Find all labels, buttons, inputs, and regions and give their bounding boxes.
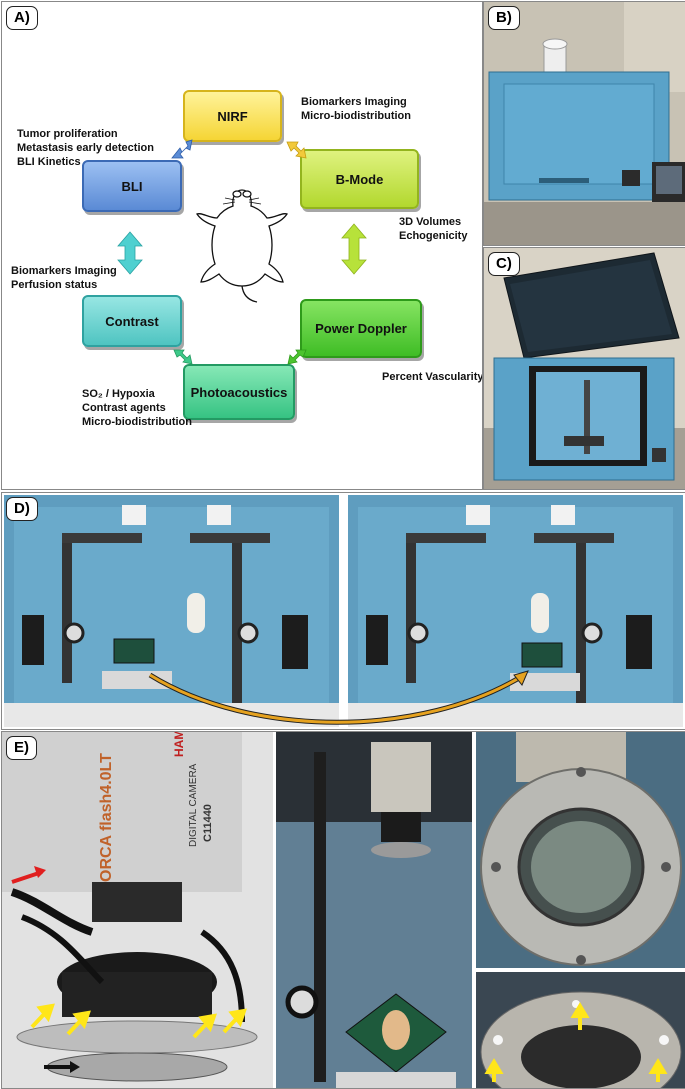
bmode-annotation-line-1: 3D Volumes <box>399 216 462 228</box>
arrow-contrast-photo <box>173 349 193 365</box>
panel-b-photo: B) <box>483 1 685 246</box>
bmode-label: B-Mode <box>335 171 384 187</box>
power-doppler-label: Power Doppler <box>315 321 407 336</box>
nirf-annotation-line-2: Micro-biodistribution <box>301 110 411 122</box>
photoacoustics-box: Photoacoustics <box>183 364 295 420</box>
bli-label: BLI <box>121 178 143 194</box>
arrow-doppler-photo <box>287 349 307 365</box>
contrast-annotation: Biomarkers Imaging Perfusion status <box>11 264 117 292</box>
panel-d-label: D) <box>6 497 38 521</box>
arrow-bli-nirf <box>171 139 193 159</box>
led-ring-photo <box>476 972 685 1088</box>
power-doppler-annotation-line-1: Percent Vascularity <box>382 371 483 383</box>
camera-photo: HAMAMATSU DIGITAL CAMERA C11440 ORCA fla… <box>2 732 273 1088</box>
imaging-cabinet-closed <box>484 2 685 245</box>
camera-model-text: C11440 <box>202 804 214 842</box>
filter-ring-photo <box>476 732 685 968</box>
contrast-box: Contrast <box>82 295 182 347</box>
power-doppler-box: Power Doppler <box>300 299 422 358</box>
contrast-annotation-line-1: Biomarkers Imaging <box>11 265 117 277</box>
imaging-cabinet-open <box>484 248 685 489</box>
panel-d-photos: D) <box>1 492 685 730</box>
panel-c-label: C) <box>488 252 520 276</box>
arrow-nirf-bmode <box>286 141 307 159</box>
nirf-box: NIRF <box>183 90 282 142</box>
nirf-annotation: Biomarkers Imaging Micro-biodistribution <box>301 95 411 123</box>
camera-name-text: ORCA flash4.0LT <box>98 753 115 882</box>
bmode-annotation-line-2: Echogenicity <box>399 230 468 242</box>
bli-annotation: Tumor proliferation Metastasis early det… <box>17 127 154 169</box>
panel-e-photos: HAMAMATSU DIGITAL CAMERA C11440 ORCA fla… <box>1 731 685 1089</box>
panel-e-label: E) <box>6 736 37 760</box>
panel-a-label: A) <box>6 6 38 30</box>
camera-type-text: DIGITAL CAMERA <box>188 763 199 847</box>
panel-c-photo: C) <box>483 247 685 490</box>
camera-drawing <box>2 732 273 1088</box>
photoacoustics-label: Photoacoustics <box>190 384 288 400</box>
arrow-bli-contrast <box>117 231 143 275</box>
power-doppler-annotation: Percent Vascularity <box>382 370 483 384</box>
led-ring-drawing <box>476 972 685 1088</box>
contrast-annotation-line-2: Perfusion status <box>11 279 98 291</box>
arrow-bmode-doppler <box>341 223 367 275</box>
photoacoustics-annotation: SO₂ / Hypoxia Contrast agents Micro-biod… <box>82 387 192 429</box>
mouse-stage-drawing <box>276 732 472 1088</box>
panel-a-diagram: A) NIRF B-Mode Power Doppler Photoacoust… <box>1 1 483 490</box>
panel-b-label: B) <box>488 6 520 30</box>
photoacoustics-annotation-line-2: Contrast agents <box>82 402 166 414</box>
bmode-box: B-Mode <box>300 149 419 209</box>
photoacoustics-annotation-line-1: SO₂ / Hypoxia <box>82 388 155 400</box>
bli-annotation-line-2: Metastasis early detection <box>17 142 154 154</box>
camera-brand-text: HAMAMATSU <box>172 732 186 757</box>
connection-arrows <box>117 139 367 365</box>
nirf-label: NIRF <box>217 108 248 124</box>
contrast-label: Contrast <box>105 313 159 329</box>
mouse-illustration <box>196 189 288 303</box>
photoacoustics-annotation-line-3: Micro-biodistribution <box>82 416 192 428</box>
bli-annotation-line-3: BLI Kinetics <box>17 156 81 168</box>
filter-ring-drawing <box>476 732 685 968</box>
mouse-stage-photo <box>276 732 472 1088</box>
bli-box: BLI <box>82 160 182 212</box>
nirf-annotation-line-1: Biomarkers Imaging <box>301 96 407 108</box>
stage-translation-photos <box>4 495 683 727</box>
bli-annotation-line-1: Tumor proliferation <box>17 128 118 140</box>
bmode-annotation: 3D Volumes Echogenicity <box>399 215 467 243</box>
